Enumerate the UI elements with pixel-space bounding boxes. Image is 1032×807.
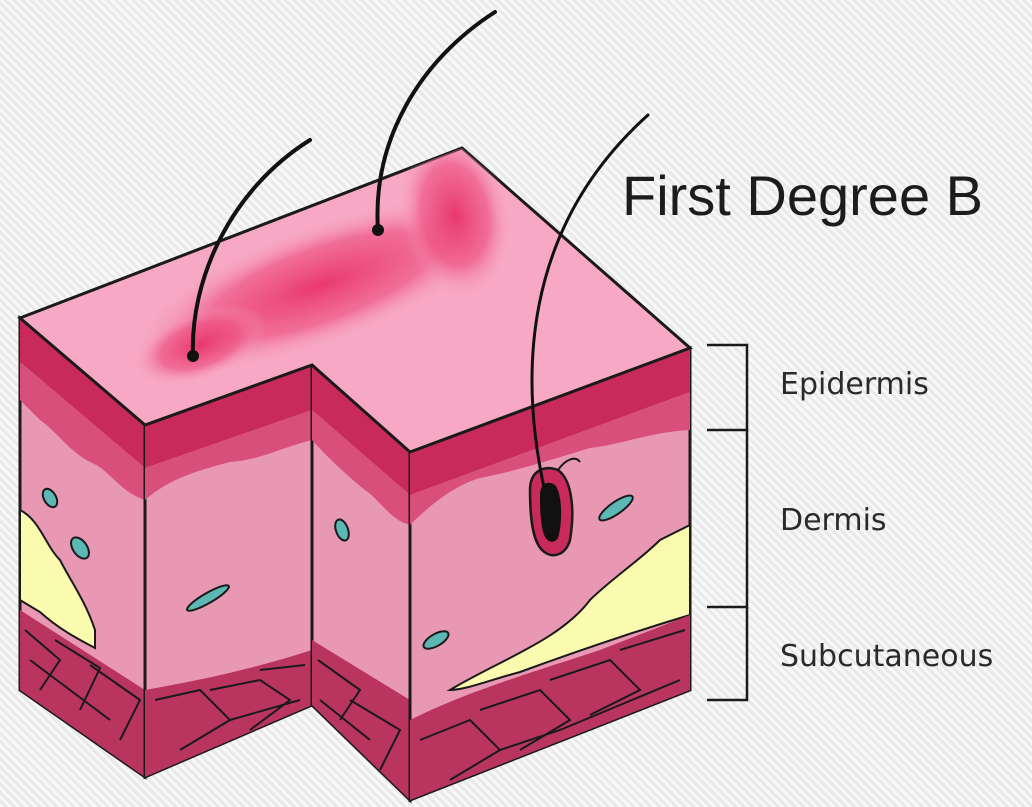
bracket-subcutaneous bbox=[707, 607, 747, 700]
bracket-dermis bbox=[707, 430, 747, 607]
label-dermis: Dermis bbox=[780, 506, 887, 536]
label-epidermis: Epidermis bbox=[780, 370, 929, 400]
bracket-epidermis bbox=[707, 345, 747, 430]
label-subcutaneous: Subcutaneous bbox=[780, 642, 993, 672]
middle-face bbox=[145, 365, 312, 777]
hair-root-dot-left bbox=[187, 350, 199, 362]
diagram-title: First Degree B bbox=[622, 168, 983, 224]
hair-root-dot-middle bbox=[372, 224, 384, 236]
layer-brackets bbox=[707, 345, 747, 700]
